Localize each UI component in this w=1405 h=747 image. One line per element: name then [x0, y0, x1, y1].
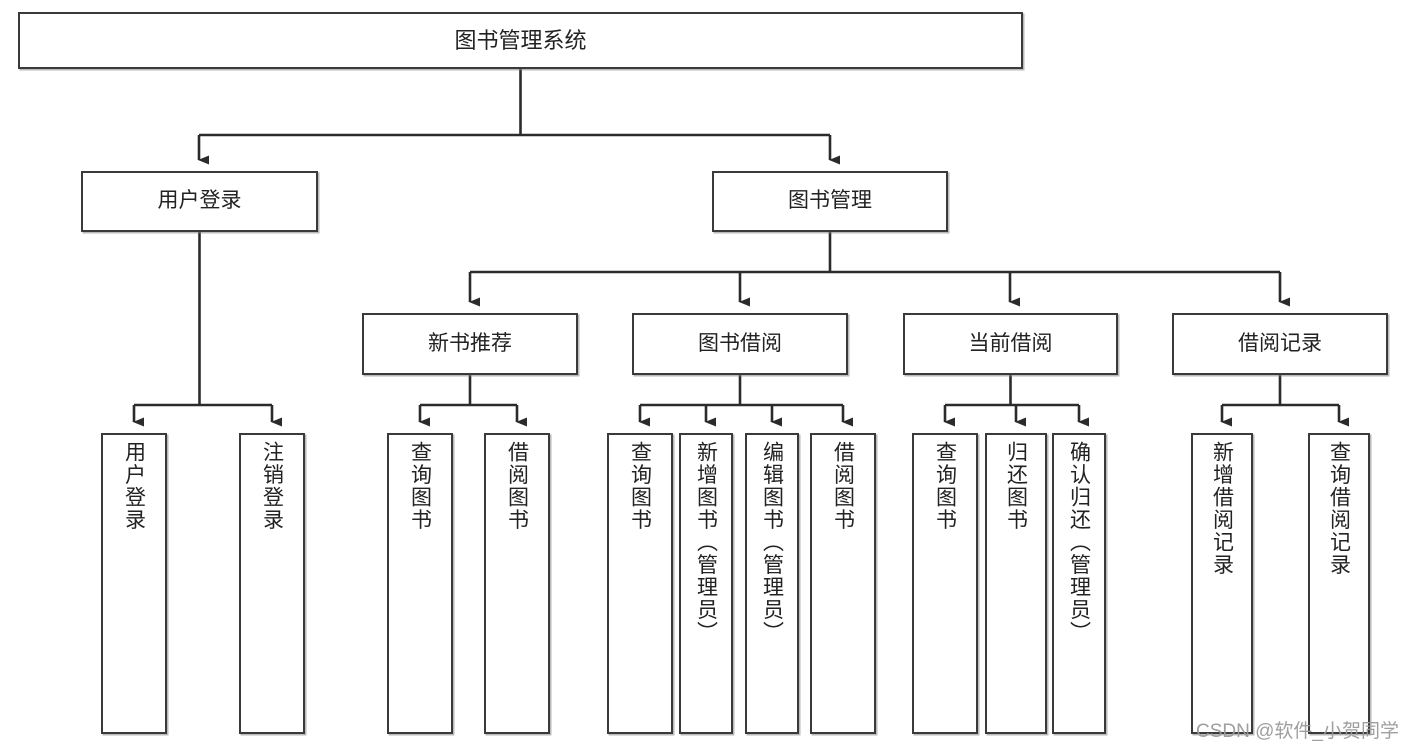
node-leaf-borrow-book-1[interactable]: 借阅图书: [484, 433, 550, 734]
node-root-label: 图书管理系统: [454, 27, 587, 53]
node-leaf-confirm-return[interactable]: 确认归还（管理员）: [1052, 433, 1106, 734]
node-leaf-query-book-2[interactable]: 查询图书: [607, 433, 673, 734]
node-leaf-add-book[interactable]: 新增图书（管理员）: [679, 433, 733, 734]
node-leaf-user-login-label: 用户登录: [122, 441, 146, 531]
node-book-management-label: 图书管理: [788, 189, 872, 213]
node-leaf-query-book-3-label: 查询图书: [933, 441, 957, 531]
node-user-login-label: 用户登录: [157, 189, 242, 213]
node-leaf-query-book-3[interactable]: 查询图书: [912, 433, 978, 734]
node-current-borrow-label: 当前借阅: [968, 331, 1053, 355]
node-leaf-query-record[interactable]: 查询借阅记录: [1308, 433, 1370, 734]
node-book-management[interactable]: 图书管理: [712, 171, 948, 232]
node-leaf-confirm-return-label: 确认归还（管理员）: [1067, 441, 1091, 644]
node-leaf-query-book-1-label: 查询图书: [408, 441, 432, 531]
node-leaf-logout[interactable]: 注销登录: [239, 433, 305, 734]
node-leaf-add-record[interactable]: 新增借阅记录: [1191, 433, 1253, 734]
node-leaf-query-book-1[interactable]: 查询图书: [387, 433, 453, 734]
node-borrow-record-label: 借阅记录: [1238, 331, 1322, 355]
node-leaf-return-book[interactable]: 归还图书: [985, 433, 1047, 734]
node-leaf-edit-book-label: 编辑图书（管理员）: [760, 441, 784, 644]
node-new-book-recommend-label: 新书推荐: [428, 331, 512, 355]
node-leaf-user-login[interactable]: 用户登录: [101, 433, 167, 734]
node-root[interactable]: 图书管理系统: [18, 12, 1023, 69]
node-leaf-query-record-label: 查询借阅记录: [1327, 441, 1351, 576]
node-leaf-return-book-label: 归还图书: [1004, 441, 1028, 531]
node-leaf-borrow-book-1-label: 借阅图书: [505, 441, 529, 531]
node-leaf-edit-book[interactable]: 编辑图书（管理员）: [745, 433, 799, 734]
node-leaf-logout-label: 注销登录: [260, 441, 284, 531]
node-book-borrow[interactable]: 图书借阅: [632, 313, 848, 375]
node-leaf-add-book-label: 新增图书（管理员）: [694, 441, 718, 644]
node-leaf-add-record-label: 新增借阅记录: [1210, 441, 1234, 576]
node-leaf-query-book-2-label: 查询图书: [628, 441, 652, 531]
node-borrow-record[interactable]: 借阅记录: [1172, 313, 1388, 375]
node-book-borrow-label: 图书借阅: [698, 331, 782, 355]
node-new-book-recommend[interactable]: 新书推荐: [362, 313, 578, 375]
node-user-login[interactable]: 用户登录: [81, 171, 318, 232]
node-leaf-borrow-book-2[interactable]: 借阅图书: [810, 433, 876, 734]
watermark: CSDN @软件_小贺同学: [1196, 721, 1399, 742]
node-leaf-borrow-book-2-label: 借阅图书: [831, 441, 855, 531]
node-current-borrow[interactable]: 当前借阅: [903, 313, 1118, 375]
